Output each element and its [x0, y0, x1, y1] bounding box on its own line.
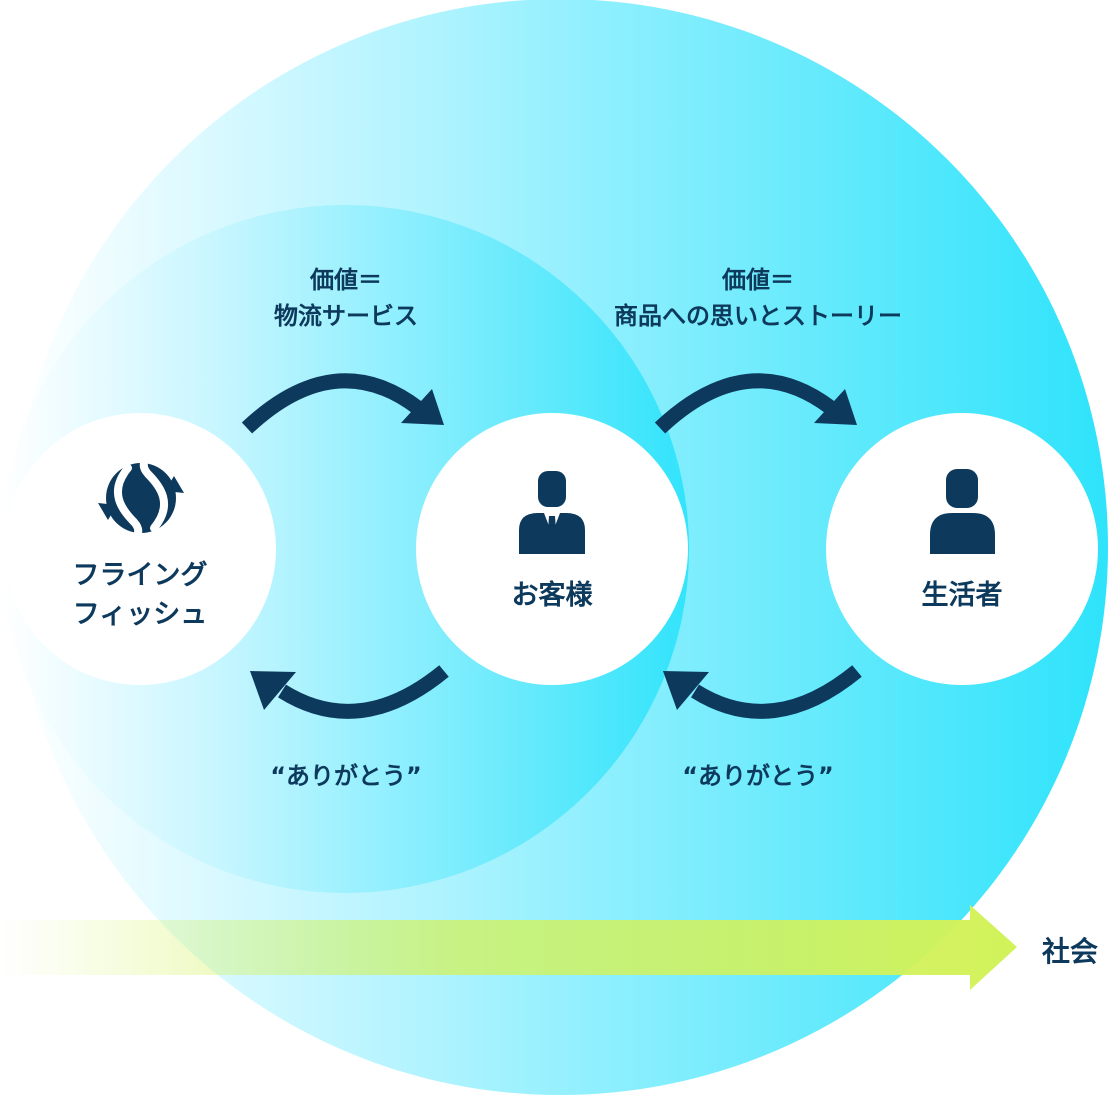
- value-label-story-line2: 商品への思いとストーリー: [614, 302, 902, 330]
- company-label-line2: フィッシュ: [72, 599, 208, 631]
- consumer-node-label: 生活者: [921, 580, 1003, 611]
- value-arrow-right: [654, 373, 857, 434]
- value-label-logistics-line1: 価値＝: [310, 266, 382, 294]
- thanks-label-left: “ありがとう”: [270, 762, 422, 790]
- thanks-label-right: “ありがとう”: [682, 762, 834, 790]
- customer-node-label: お客様: [511, 580, 593, 611]
- value-label-story-line1: 価値＝: [722, 266, 794, 294]
- thanks-arrow-right: [663, 665, 862, 719]
- person-icon: [930, 469, 995, 554]
- businessman-icon: [519, 471, 585, 554]
- thanks-arrow-left: [250, 665, 449, 719]
- company-node-circle: [4, 413, 276, 685]
- value-label-story: 価値＝ 商品への思いとストーリー: [578, 262, 938, 334]
- society-label: 社会: [1041, 935, 1098, 968]
- value-label-logistics-line2: 物流サービス: [274, 302, 418, 330]
- company-node-label: フライング フィッシュ: [40, 556, 240, 634]
- value-label-logistics: 価値＝ 物流サービス: [246, 262, 446, 334]
- society-arrow: [0, 905, 1017, 990]
- value-arrow-left: [241, 373, 444, 434]
- company-label-line1: フライング: [72, 560, 208, 591]
- flying-fish-logo-icon: [98, 451, 184, 545]
- business-circle: [1, 205, 689, 893]
